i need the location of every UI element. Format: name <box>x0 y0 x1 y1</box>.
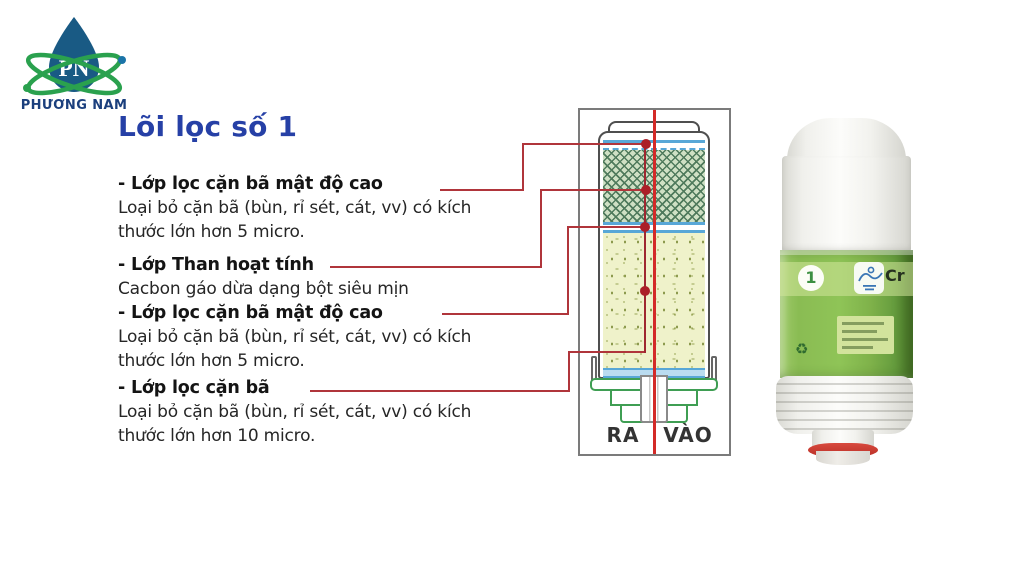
port-out-label: RA <box>606 423 640 447</box>
product-threaded-base <box>776 376 913 434</box>
callout-line-3 <box>567 226 647 228</box>
orbit-icon <box>25 52 123 96</box>
badge-logo-icon <box>858 266 883 291</box>
product-cap-body <box>782 156 911 253</box>
recycle-icon: ♻ <box>795 340 809 358</box>
callout-dot-4 <box>640 286 650 296</box>
layer-desc-line: thước lớn hơn 5 micro. <box>118 351 305 371</box>
logo-brand-text: PHƯƠNG NAM <box>20 98 128 113</box>
product-label: 1 Cr ♻ <box>780 250 913 378</box>
layer-desc-line: Loại bỏ cặn bã (bùn, rỉ sét, cát, vv) có… <box>118 327 472 347</box>
water-drop-orbit-icon: PN <box>23 17 126 96</box>
product-tip <box>816 451 870 465</box>
callout-line-4 <box>568 351 646 353</box>
callout-dot-2 <box>641 185 651 195</box>
layer-header: - Lớp lọc cặn bã <box>118 378 270 398</box>
callout-line-4 <box>310 390 570 392</box>
callout-line-1 <box>440 189 524 191</box>
callout-spine <box>644 144 646 353</box>
callout-line-2 <box>330 266 542 268</box>
callout-line-1 <box>522 143 646 145</box>
label-highlight <box>780 250 913 255</box>
layer-desc-line: Loại bỏ cặn bã (bùn, rỉ sét, cát, vv) có… <box>118 402 472 422</box>
layer-desc-line: Loại bỏ cặn bã (bùn, rỉ sét, cát, vv) có… <box>118 198 472 218</box>
orbit-dot <box>118 56 126 64</box>
phuong-nam-logo: PN <box>18 14 130 120</box>
layer-desc-line: Cacbon gáo dừa dạng bột siêu mịn <box>118 279 409 299</box>
port-in-label: VÀO <box>663 423 713 447</box>
layer-section-4: - Lớp lọc cặn bã Loại bỏ cặn bã (bùn, rỉ… <box>118 376 538 448</box>
callout-line-3 <box>567 226 569 315</box>
callout-line-2 <box>540 189 542 268</box>
flow-center-line <box>653 110 656 454</box>
layer-header: - Lớp Than hoạt tính <box>118 255 314 275</box>
layer-section-3: - Lớp lọc cặn bã mật độ cao Loại bỏ cặn … <box>118 301 538 373</box>
orbit-dot <box>23 84 31 92</box>
callout-dot-3 <box>640 222 650 232</box>
layer-desc-line: thước lớn hơn 5 micro. <box>118 222 305 242</box>
layer-section-2: - Lớp Than hoạt tính Cacbon gáo dừa dạng… <box>118 253 538 301</box>
water-drop-icon <box>49 17 99 92</box>
callout-line-4 <box>568 351 570 392</box>
callout-line-3 <box>442 313 569 315</box>
partial-brand-text: Cr <box>885 266 905 285</box>
callout-line-2 <box>540 189 646 191</box>
stage-number-badge: 1 <box>798 265 824 291</box>
layer-section-1: - Lớp lọc cặn bã mật độ cao Loại bỏ cặn … <box>118 172 538 244</box>
callout-dot-1 <box>641 139 651 149</box>
layer-desc-line: thước lớn hơn 10 micro. <box>118 426 316 446</box>
layer-header: - Lớp lọc cặn bã mật độ cao <box>118 174 383 194</box>
page-title: Lõi lọc số 1 <box>118 110 298 143</box>
layer-header: - Lớp lọc cặn bã mật độ cao <box>118 303 383 323</box>
brand-badge <box>854 262 884 294</box>
callout-line-1 <box>522 144 524 191</box>
spec-text-box <box>837 316 894 354</box>
